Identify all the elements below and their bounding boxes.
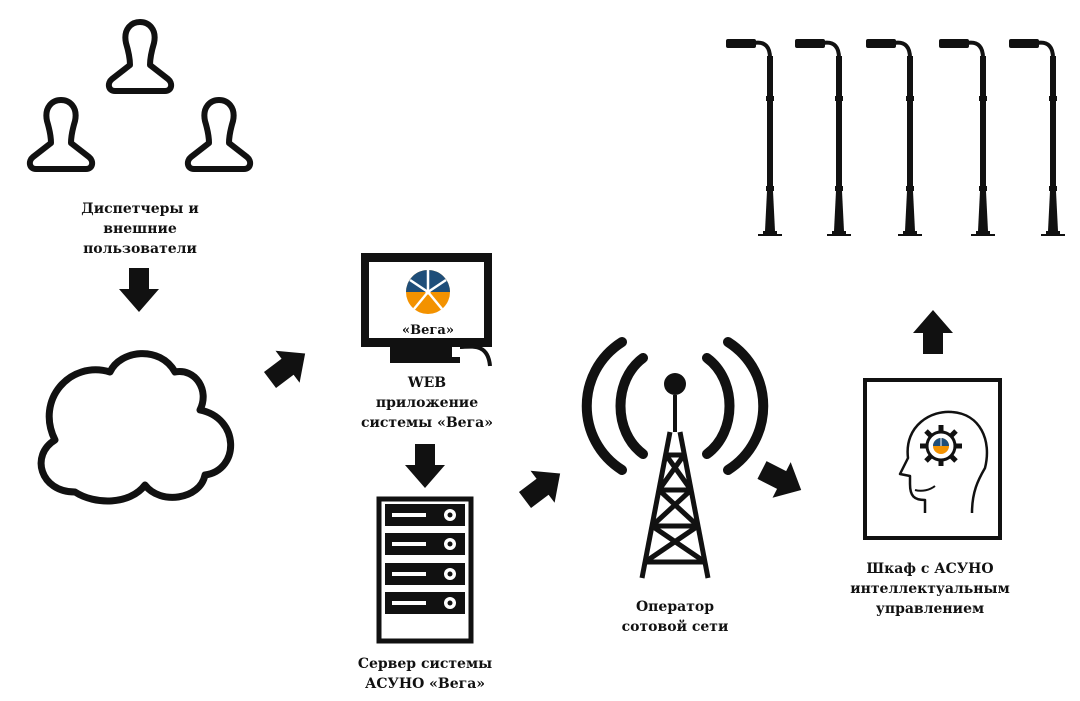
user-icon [109,22,171,91]
cabinet-label: Шкаф с АСУНО интеллектуальным управление… [850,561,1010,617]
arrow-icon [752,452,811,508]
street-light-icon [724,37,784,238]
user-icon [188,100,250,169]
arrow-up-icon [913,310,953,354]
vega-logo-icon [406,270,450,314]
server-rack-icon [376,496,474,644]
monitor-icon: «Вега» [361,253,492,367]
operator-label: Оператор сотовой сети [621,599,729,635]
ai-head-icon [863,378,1002,540]
arrow-icon [257,337,318,396]
monitor-screen-text: «Вега» [402,323,454,338]
server-label: Сервер системы АСУНО «Вега» [357,656,493,692]
users-icon [30,22,250,169]
web-app-label: WEB приложение системы «Вега» [361,375,493,431]
arrow-down-icon [405,444,445,488]
street-light-icon [937,37,997,238]
arrow-icon [512,457,573,516]
street-light-icon [1007,37,1067,238]
users-label: Диспетчеры и внешние пользователи [81,201,199,257]
street-lights-group [724,37,1067,238]
street-light-icon [793,37,853,238]
user-icon [30,100,92,169]
street-light-icon [864,37,924,238]
arrow-down-icon [119,268,159,312]
cell-tower-icon [581,337,769,579]
cloud-icon [37,350,235,505]
